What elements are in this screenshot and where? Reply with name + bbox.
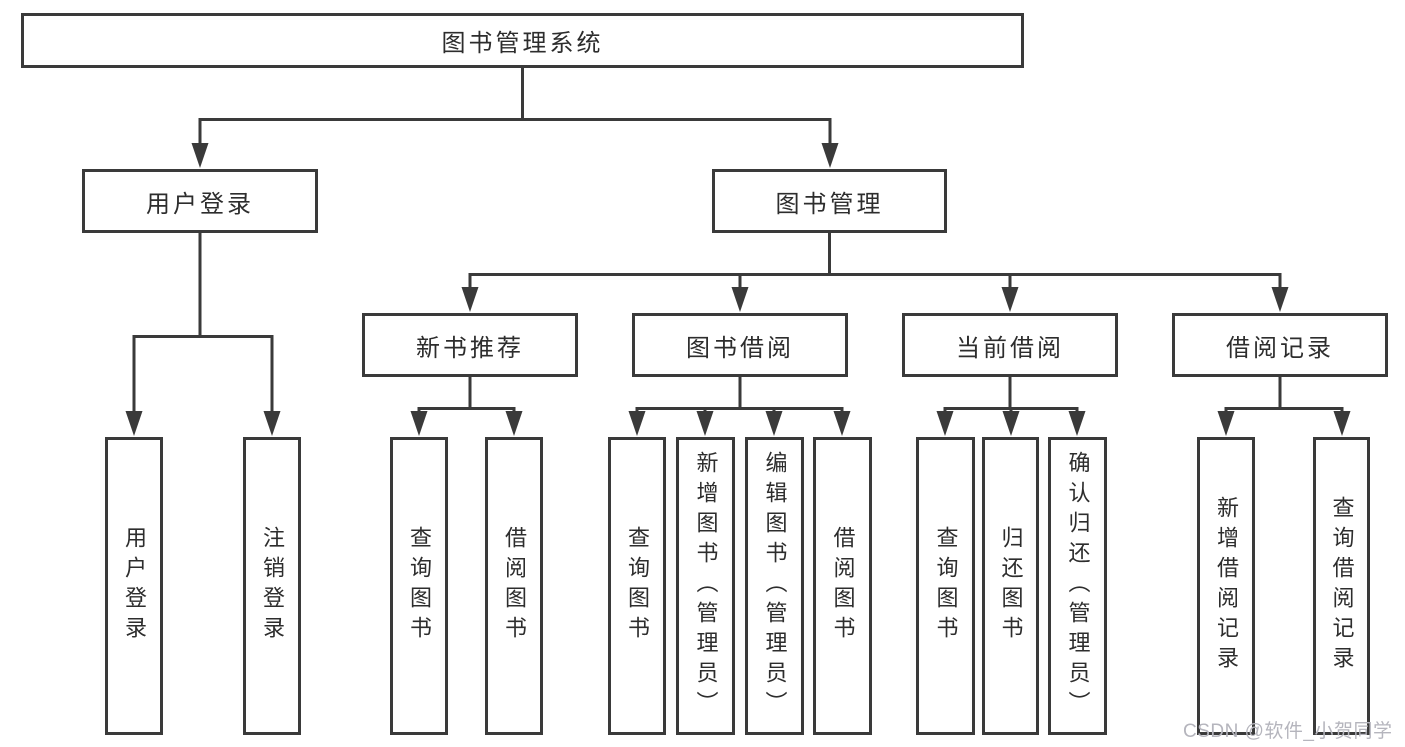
node-label: 图书管理 — [775, 190, 884, 218]
leaf-current-query-books: 查询图书 — [916, 437, 975, 735]
leaf-current-return-books: 归还图书 — [982, 437, 1039, 735]
node-label: 查询借阅记录 — [1329, 496, 1355, 676]
node-borrowing-records: 借阅记录 — [1172, 313, 1388, 377]
leaf-borrowing-query-books: 查询图书 — [608, 437, 666, 735]
node-user-login: 用户登录 — [82, 169, 318, 233]
node-label: 当前借阅 — [956, 334, 1064, 362]
node-book-management: 图书管理 — [712, 169, 947, 233]
node-label: 图书管理系统 — [441, 30, 604, 57]
node-label: 新书推荐 — [416, 334, 524, 362]
node-label: 归还图书 — [998, 526, 1024, 646]
csdn-watermark: CSDN @软件_小贺同学 — [1183, 721, 1393, 742]
leaf-borrowing-edit-books-admin: 编辑图书（管理员） — [745, 437, 804, 735]
leaf-borrowing-borrow-books: 借阅图书 — [813, 437, 872, 735]
node-label: 借阅图书 — [502, 526, 527, 646]
node-new-book-recommend: 新书推荐 — [362, 313, 578, 377]
node-label: 新增图书（管理员） — [693, 451, 719, 721]
leaf-records-add-record: 新增借阅记录 — [1197, 437, 1255, 735]
node-label: 用户登录 — [146, 190, 254, 218]
node-label: 借阅记录 — [1226, 334, 1334, 362]
node-label: 确认归还（管理员） — [1065, 451, 1091, 721]
leaf-logout: 注销登录 — [243, 437, 301, 735]
node-label: 查询图书 — [625, 526, 650, 646]
node-label: 编辑图书（管理员） — [762, 451, 788, 721]
node-label: 查询图书 — [407, 526, 432, 646]
leaf-recommend-borrow-books: 借阅图书 — [485, 437, 543, 735]
leaf-records-query-record: 查询借阅记录 — [1313, 437, 1370, 735]
node-label: 注销登录 — [260, 526, 285, 646]
leaf-user-login: 用户登录 — [105, 437, 163, 735]
leaf-current-confirm-return-admin: 确认归还（管理员） — [1048, 437, 1107, 735]
node-label: 新增借阅记录 — [1214, 496, 1239, 676]
node-current-borrowing: 当前借阅 — [902, 313, 1118, 377]
node-label: 借阅图书 — [830, 526, 856, 646]
node-label: 图书借阅 — [686, 334, 794, 362]
node-book-borrowing: 图书借阅 — [632, 313, 848, 377]
node-library-management-system: 图书管理系统 — [21, 13, 1024, 68]
node-label: 用户登录 — [122, 526, 147, 646]
leaf-borrowing-add-books-admin: 新增图书（管理员） — [676, 437, 735, 735]
node-label: 查询图书 — [933, 526, 959, 646]
leaf-recommend-query-books: 查询图书 — [390, 437, 448, 735]
